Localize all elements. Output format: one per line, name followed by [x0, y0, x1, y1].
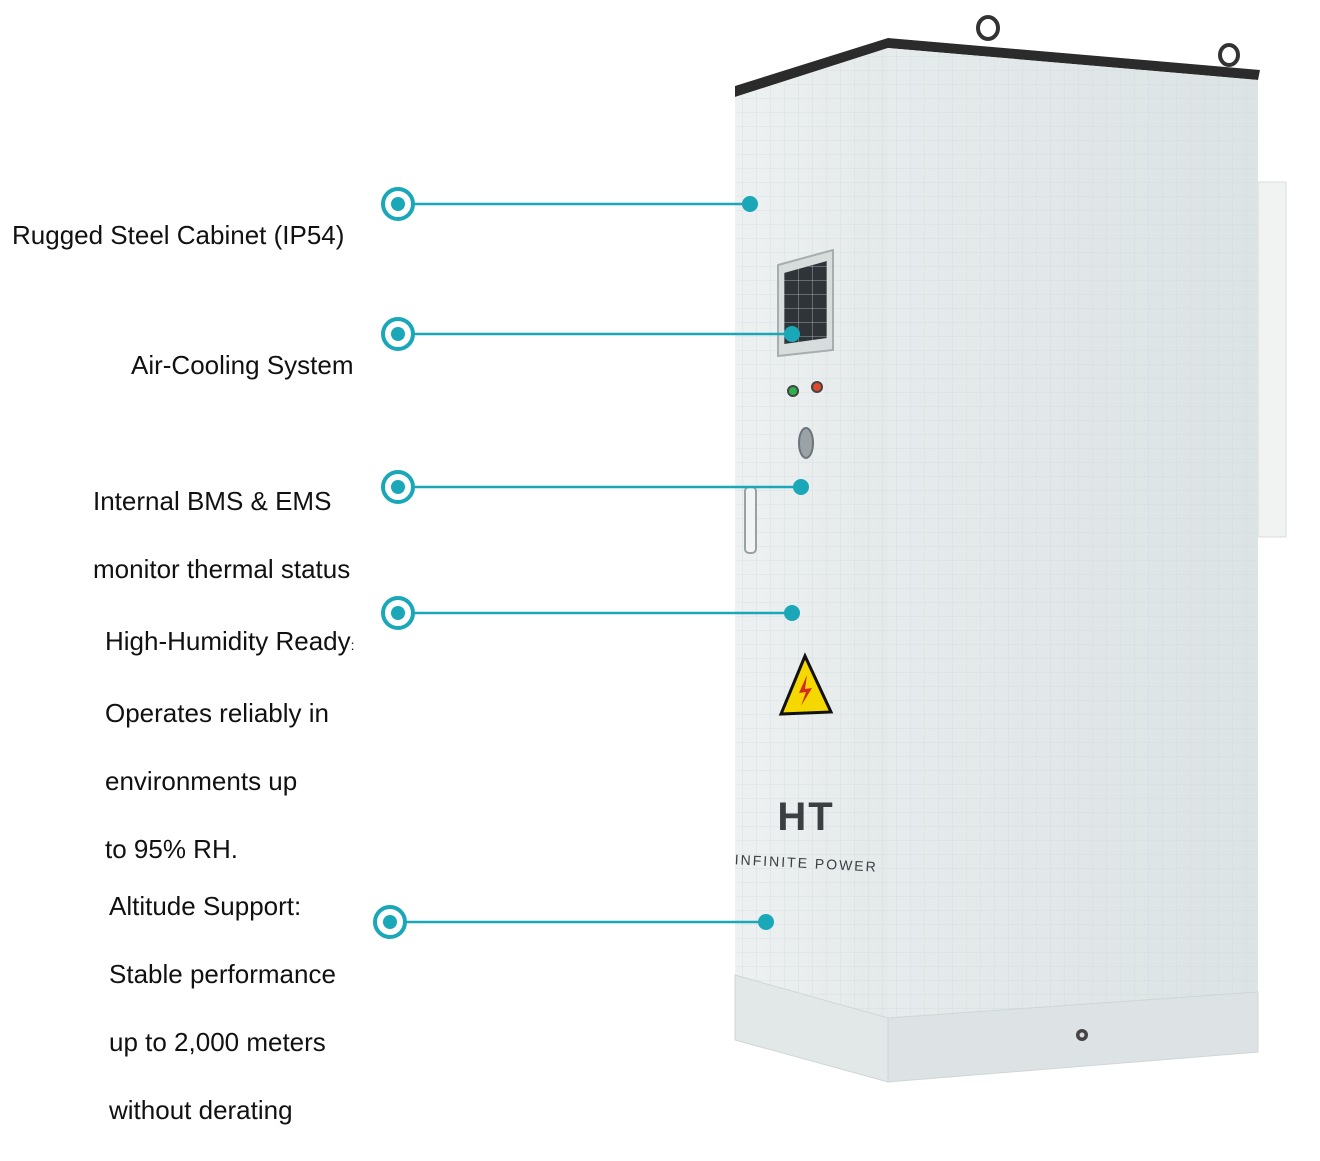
callout-title-suffix: : — [350, 637, 355, 653]
door-handle — [744, 486, 757, 554]
callout-label-bms: Internal BMS & EMS monitor thermal statu… — [93, 450, 350, 620]
target-dot — [742, 196, 758, 212]
callout-connector-bms — [381, 470, 809, 504]
hmi-screen — [777, 248, 834, 358]
green-indicator-icon — [787, 385, 799, 397]
callout-line: up to 2,000 meters — [109, 1027, 326, 1057]
target-dot — [793, 479, 809, 495]
callout-title: Internal BMS & EMS — [93, 486, 332, 516]
callout-connector-altitude — [373, 905, 774, 939]
side-vent-panel — [1257, 181, 1287, 538]
callout-title: High-Humidity Ready — [105, 626, 351, 656]
high-voltage-warning-icon — [778, 652, 834, 716]
lifting-eye-icon — [976, 15, 1240, 67]
callout-label-cabinet: Rugged Steel Cabinet (IP54) — [12, 184, 344, 252]
brand-tagline: INFINITE POWER — [734, 851, 878, 874]
cabinet-front — [735, 48, 888, 1082]
callout-label-cooling: Air-Cooling System — [131, 314, 354, 382]
callout-connector-humidity — [381, 596, 800, 630]
callout-line: monitor thermal status — [93, 554, 351, 584]
callout-connector-cabinet — [381, 187, 758, 221]
target-dot — [784, 605, 800, 621]
callout-line: Stable performance — [109, 959, 336, 989]
cabinet-roof — [735, 38, 1260, 97]
cabinet-illustration: HT INFINITE POWER — [373, 15, 1287, 1083]
target-dot — [784, 326, 800, 342]
emergency-button — [798, 427, 814, 459]
callout-label-humidity: High-Humidity Ready: Operates reliably i… — [105, 590, 355, 900]
brand-logo: HT — [777, 795, 834, 839]
cabinet-side — [888, 48, 1258, 1082]
callout-title: Air-Cooling System — [131, 350, 354, 380]
callout-line: environments up — [105, 766, 298, 796]
target-dot — [758, 914, 774, 930]
callout-title: Altitude Support: — [109, 891, 302, 921]
red-indicator-icon — [811, 381, 823, 393]
callout-line: to 95% RH. — [105, 834, 238, 864]
cabinet-base — [734, 974, 1259, 1083]
callout-title: Rugged Steel Cabinet (IP54) — [12, 220, 345, 250]
callout-line: Operates reliably in — [105, 698, 329, 728]
callout-connector-cooling — [381, 317, 800, 351]
